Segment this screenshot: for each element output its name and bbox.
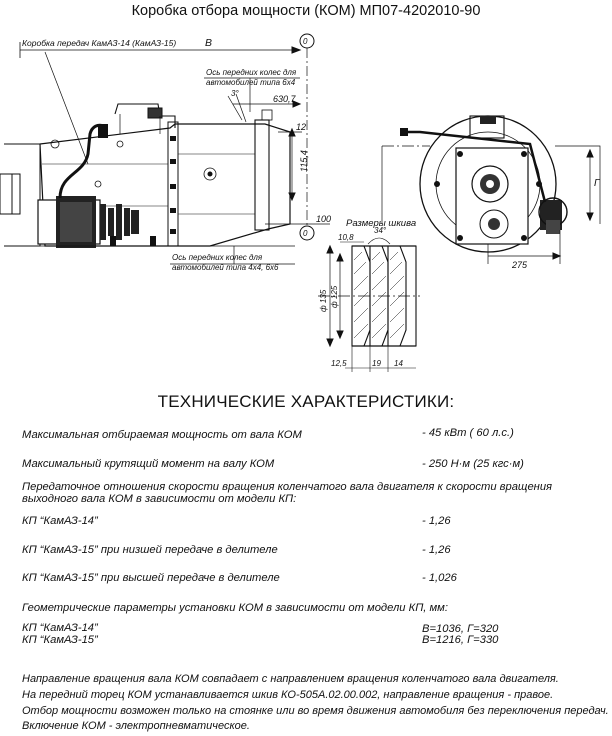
angle-3-label: 3° xyxy=(231,89,239,98)
ratio-value-3: - 1,026 xyxy=(422,572,457,584)
axle-4x4-line1: Ось передних колес для xyxy=(172,253,263,262)
dim-275-label: 275 xyxy=(511,260,528,270)
pulley-title: Размеры шкива xyxy=(346,218,416,229)
page-title: Коробка отбора мощности (КОМ) МП07-42020… xyxy=(131,3,481,19)
pulley-19: 19 xyxy=(372,359,381,368)
geometry-value-2: В=1216, Г=330 xyxy=(422,634,499,646)
axis-marker-bottom: 0 xyxy=(303,229,308,238)
power-value: - 45 кВт ( 60 л.с.) xyxy=(422,427,514,439)
front-view xyxy=(381,115,601,264)
ratio-label-1: КП “КамАЗ-14” xyxy=(22,515,98,527)
ratio-intro-line1: Передаточное отношения скорости вращения… xyxy=(22,481,553,493)
ratio-intro-line2: выходного вала КОМ в зависимости от моде… xyxy=(22,493,297,505)
ratio-value-1: - 1,26 xyxy=(422,515,451,527)
axis-marker-top: 0 xyxy=(303,37,308,46)
axle-4x4-line2: автомобилей типа 4х4, 6х6 xyxy=(172,263,279,272)
specs-heading: ТЕХНИЧЕСКИЕ ХАРАКТЕРИСТИКИ: xyxy=(157,392,455,411)
pulley-14: 14 xyxy=(394,359,403,368)
pulley-section xyxy=(318,237,420,372)
gearbox-label: Коробка передач КамАЗ-14 (КамАЗ-15) xyxy=(22,38,176,48)
geometry-value-1: В=1036, Г=320 xyxy=(422,623,499,635)
geometry-label-1: КП “КамАЗ-14” xyxy=(22,622,98,634)
pulley-d125: ф 125 xyxy=(330,285,339,308)
power-label: Максимальная отбираемая мощность от вала… xyxy=(22,429,302,441)
dim-630-label: 630,7 xyxy=(273,94,297,104)
ratio-label-3: КП “КамАЗ-15” при высшей передаче в дели… xyxy=(22,572,280,584)
axle-6x4-line2: автомобилей типа 6х4 xyxy=(206,78,296,87)
dim-100-label: 100 xyxy=(316,214,331,224)
technical-drawing: Коробка передач КамАЗ-14 (КамАЗ-15) В 0 … xyxy=(0,33,601,372)
note-3: Отбор мощности возможен только на стоянк… xyxy=(22,705,609,717)
torque-value: - 250 Н·м (25 кгс·м) xyxy=(422,458,524,470)
ratio-label-2: КП “КамАЗ-15” при низшей передаче в дели… xyxy=(22,544,278,556)
ratio-value-2: - 1,26 xyxy=(422,544,451,556)
pulley-10-8: 10,8 xyxy=(338,233,354,242)
note-2: На передний торец КОМ устанавливается шк… xyxy=(22,689,554,701)
side-view xyxy=(0,33,330,265)
geometry-label-2: КП “КамАЗ-15” xyxy=(22,634,98,646)
axle-6x4-line1: Ось передних колес для xyxy=(206,68,297,77)
geometry-intro: Геометрические параметры установки КОМ в… xyxy=(22,602,448,614)
dim-b-label: В xyxy=(205,37,212,49)
pulley-12-5: 12,5 xyxy=(331,359,347,368)
note-4: Включение КОМ - электропневматическое. xyxy=(22,720,250,732)
dim-115-label: 115,4 xyxy=(299,150,309,172)
pulley-angle-34: 34° xyxy=(374,226,387,235)
note-1: Направление вращения вала КОМ совпадает … xyxy=(22,673,559,685)
dim-g-label: Г xyxy=(594,178,601,189)
pulley-d135: ф 135 xyxy=(319,289,328,312)
torque-label: Максимальный крутящий момент на валу КОМ xyxy=(22,458,275,470)
dim-12-label: 12 xyxy=(296,122,306,132)
